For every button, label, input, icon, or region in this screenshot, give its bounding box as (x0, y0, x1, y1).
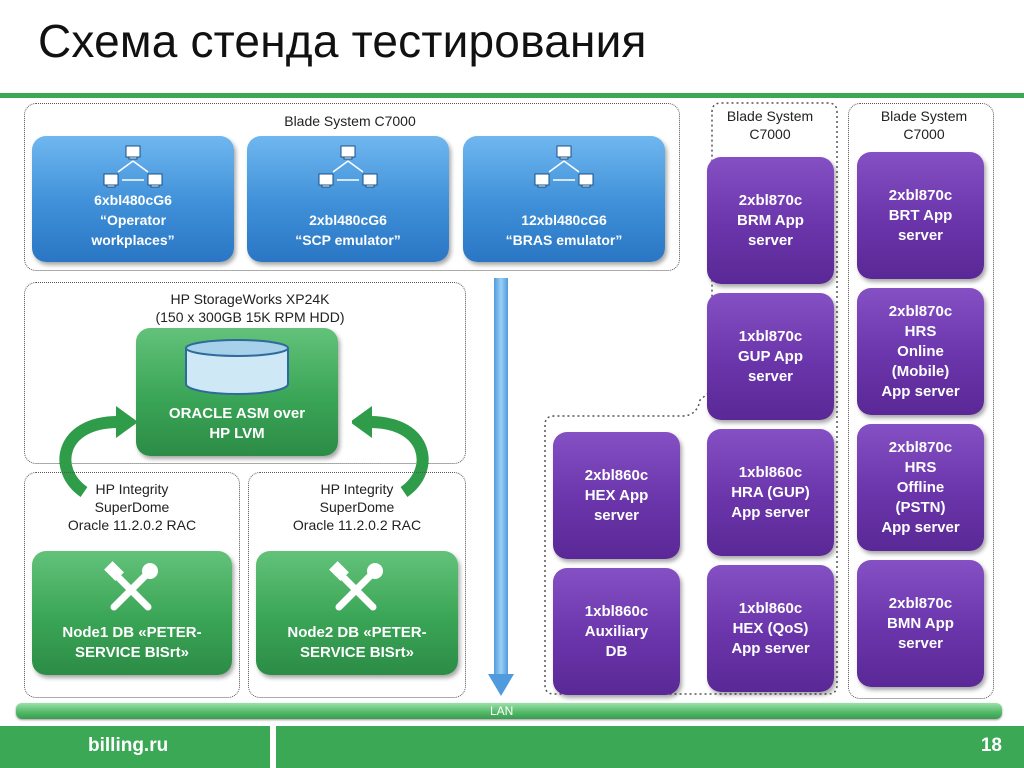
blade-mid-label: Blade System C7000 (726, 108, 814, 142)
brt-app-server-tile: 2xbl870c BRT App server (857, 152, 984, 279)
title-divider (0, 93, 1024, 98)
tile-label: 2xbl870c BRT App server (888, 186, 953, 244)
tile-label: 2xbl480cG6 “SCP emulator” (295, 212, 401, 248)
node2-group (248, 472, 466, 698)
storage-label: HP StorageWorks XP24K (150 x 300GB 15K R… (155, 291, 345, 325)
tile-label: 1xbl860c HRA (GUP) App server (731, 463, 810, 521)
database-icon (185, 339, 289, 395)
network-computers-icon (534, 145, 594, 188)
tools-icon (104, 561, 158, 611)
hrs-online-app-server-tile: 2xbl870c HRS Online (Mobile) App server (857, 288, 984, 415)
blade-right-label: Blade System C7000 (880, 108, 968, 142)
tile-label: Node2 DB «PETER- SERVICE BISrt» (287, 624, 427, 661)
page-number: 18 (980, 735, 1002, 756)
tile-label: 2xbl870c HRS Online (Mobile) App server (881, 302, 960, 400)
blade-system-mid-group (544, 102, 838, 695)
hex-app-server-tile: 2xbl860c HEX App server (553, 432, 680, 559)
tile-label: ORACLE ASM over HP LVM (168, 405, 306, 442)
lan-bus (16, 703, 1002, 719)
tile-label: 6xbl480cG6 “Operator workplaces” (91, 192, 175, 248)
node1-label: HP Integrity SuperDome Oracle 11.2.0.2 R… (67, 481, 197, 533)
tile-label: 2xbl860c HEX App server (584, 466, 649, 524)
replication-arrow-right (352, 406, 429, 497)
hrs-offline-app-server-tile: 2xbl870c HRS Offline (PSTN) App server (857, 424, 984, 551)
tile-label: 2xbl870c BMN App server (887, 594, 954, 652)
node2-db-tile: Node2 DB «PETER- SERVICE BISrt» (256, 551, 458, 675)
slide-title: Схема стенда тестирования (38, 15, 647, 67)
tile-label: Node1 DB «PETER- SERVICE BISrt» (62, 624, 202, 661)
data-flow-arrow (488, 278, 514, 696)
tile-label: 1xbl860c HEX (QoS) App server (731, 599, 810, 657)
storage-group (24, 282, 466, 464)
node2-label: HP Integrity SuperDome Oracle 11.2.0.2 R… (292, 481, 422, 533)
scp-emulator-tile: 2xbl480cG6 “SCP emulator” (247, 136, 449, 262)
blade-main-label: Blade System C7000 (284, 113, 416, 129)
brm-app-server-tile: 2xbl870c BRM App server (707, 157, 834, 284)
auxiliary-db-tile: 1xbl860c Auxiliary DB (553, 568, 680, 695)
tile-label: 12xbl480cG6 “BRAS emulator” (505, 212, 623, 248)
network-computers-icon (318, 145, 378, 188)
tile-label: 2xbl870c BRM App server (737, 191, 804, 249)
tile-label: 1xbl870c GUP App server (737, 327, 803, 385)
blade-system-right-group (848, 103, 994, 699)
hex-qos-app-server-tile: 1xbl860c HEX (QoS) App server (707, 565, 834, 692)
replication-arrow-left (59, 406, 136, 497)
bmn-app-server-tile: 2xbl870c BMN App server (857, 560, 984, 687)
node1-group (24, 472, 240, 698)
footer-right-bar (276, 726, 1024, 768)
tile-label: 1xbl860c Auxiliary DB (584, 602, 649, 660)
gup-app-server-tile: 1xbl870c GUP App server (707, 293, 834, 420)
network-computers-icon (103, 145, 163, 188)
tile-label: 2xbl870c HRS Offline (PSTN) App server (881, 438, 960, 536)
blade-system-main-group (24, 103, 680, 271)
lan-label: LAN (490, 704, 514, 718)
operator-workplaces-tile: 6xbl480cG6 “Operator workplaces” (32, 136, 234, 262)
node1-db-tile: Node1 DB «PETER- SERVICE BISrt» (32, 551, 232, 675)
footer-left-bar (0, 726, 270, 768)
oracle-asm-tile: ORACLE ASM over HP LVM (136, 328, 338, 456)
footer-site-link[interactable]: billing.ru (88, 735, 169, 756)
hra-gup-app-server-tile: 1xbl860c HRA (GUP) App server (707, 429, 834, 556)
tools-icon (329, 561, 383, 611)
bras-emulator-tile: 12xbl480cG6 “BRAS emulator” (463, 136, 665, 262)
